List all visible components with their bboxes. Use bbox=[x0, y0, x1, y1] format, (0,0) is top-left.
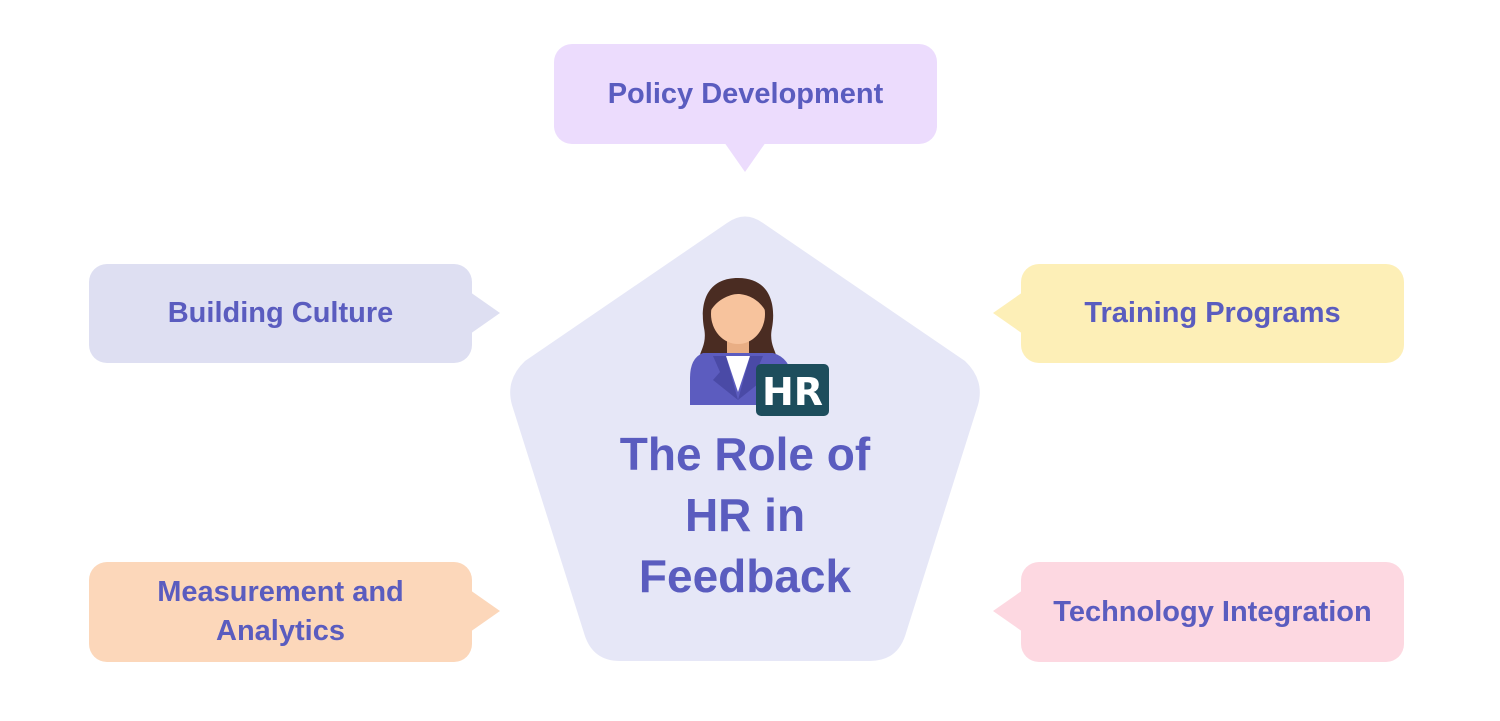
hr-badge-text: HR bbox=[762, 370, 823, 414]
hr-person-icon: HR bbox=[690, 278, 829, 416]
label-policy-development: Policy Development bbox=[607, 77, 884, 110]
label-measurement-analytics: Measurement and Analytics bbox=[157, 576, 404, 647]
hr-badge bbox=[756, 364, 829, 416]
hair-fringe bbox=[708, 281, 768, 314]
callout-box-building-culture bbox=[89, 264, 472, 363]
face bbox=[711, 284, 765, 344]
callout-building-culture bbox=[89, 264, 500, 363]
label-technology-integration: Technology Integration bbox=[1053, 595, 1372, 628]
callout-pointer-technology-integration bbox=[993, 590, 1023, 632]
callout-policy-development bbox=[554, 44, 937, 172]
diagram-title: The Role of HR in Feedback bbox=[619, 427, 871, 602]
shirt bbox=[726, 356, 750, 392]
callout-training-programs bbox=[993, 264, 1404, 363]
label-building-culture: Building Culture bbox=[167, 297, 394, 329]
callout-measurement-analytics bbox=[89, 562, 500, 662]
callout-pointer-building-culture bbox=[470, 292, 500, 334]
callout-box-policy-development bbox=[554, 44, 937, 144]
callout-pointer-training-programs bbox=[993, 292, 1023, 334]
callout-pointer-policy-development bbox=[724, 142, 766, 172]
callout-technology-integration bbox=[993, 562, 1404, 662]
callout-box-training-programs bbox=[1021, 264, 1404, 363]
callout-pointer-measurement-analytics bbox=[470, 590, 500, 632]
label-training-programs: Training Programs bbox=[1084, 297, 1341, 329]
callout-box-technology-integration bbox=[1021, 562, 1404, 662]
lapel-left bbox=[713, 356, 738, 400]
center-pentagon bbox=[510, 216, 980, 661]
callout-box-measurement-analytics bbox=[89, 562, 472, 662]
